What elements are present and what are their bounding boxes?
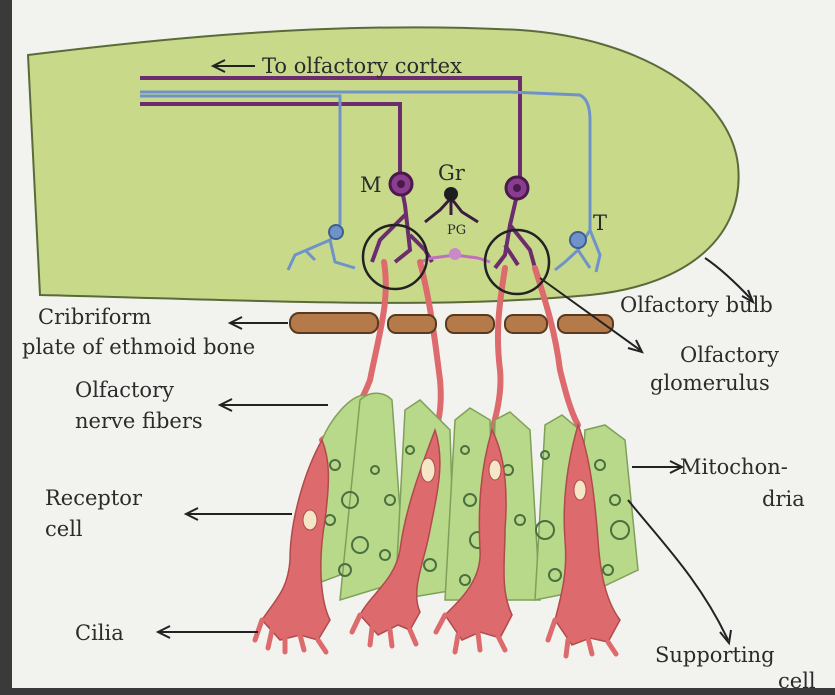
tufted-cell-left-body: [329, 225, 343, 239]
periglomerular-cell-body: [449, 248, 461, 260]
tufted-cell-right-body: [570, 232, 586, 248]
mitral-cell-right-nucleus: [513, 184, 521, 192]
label-t: T: [593, 211, 607, 235]
label-receptor-1: Receptor: [45, 486, 143, 510]
cribriform-plate: [290, 313, 613, 333]
label-mitochondria-1: Mitochon-: [680, 455, 788, 479]
label-gr: Gr: [438, 161, 466, 185]
dark-left-edge: [0, 0, 12, 695]
dark-bottom-edge: [0, 688, 835, 695]
label-cribriform-1: Cribriform: [38, 305, 151, 329]
granule-cell-body: [444, 187, 458, 201]
label-glomerulus-2: glomerulus: [650, 371, 770, 395]
label-olfactory-bulb: Olfactory bulb: [620, 293, 773, 317]
label-pg: PG: [447, 223, 466, 238]
mitral-cell-left-nucleus: [397, 180, 405, 188]
label-mitochondria-2: dria: [762, 487, 805, 511]
label-cilia: Cilia: [75, 621, 124, 645]
label-to-cortex: To olfactory cortex: [262, 54, 462, 78]
label-m: M: [360, 173, 382, 197]
label-receptor-2: cell: [45, 517, 83, 541]
label-glomerulus-1: Olfactory: [680, 343, 779, 367]
label-cribriform-2: plate of ethmoid bone: [22, 335, 255, 359]
label-supporting-1: Supporting: [655, 643, 775, 667]
label-nerve-fibers-2: nerve fibers: [75, 409, 203, 433]
label-nerve-fibers-1: Olfactory: [75, 378, 174, 402]
label-supporting-2: cell: [778, 669, 816, 693]
